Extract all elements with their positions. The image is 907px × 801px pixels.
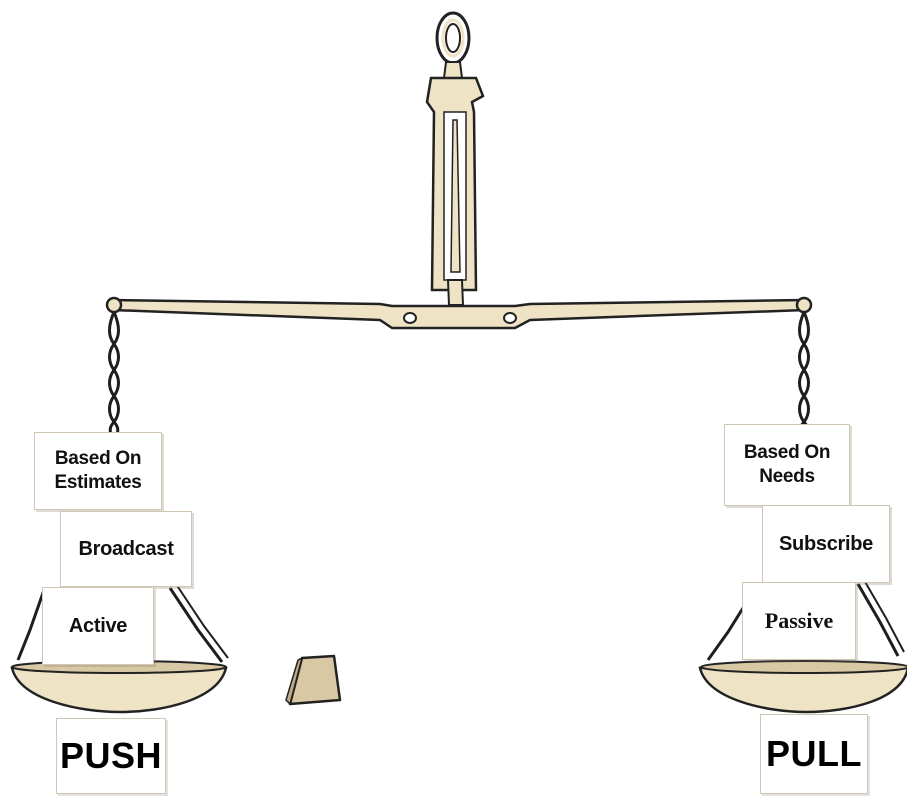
- center-column: [425, 61, 485, 306]
- right-pan: [698, 660, 907, 714]
- left-card-broadcast: Broadcast: [60, 511, 192, 587]
- push-label: PUSH: [56, 718, 166, 794]
- left-card-active: Active: [42, 587, 154, 665]
- left-card-based-on-estimates: Based On Estimates: [34, 432, 162, 510]
- pull-label: PULL: [760, 714, 868, 794]
- right-card-based-on-needs: Based On Needs: [724, 424, 850, 506]
- left-pan: [10, 660, 228, 714]
- right-card-passive: Passive: [742, 582, 856, 660]
- right-card-subscribe: Subscribe: [762, 505, 890, 583]
- right-chain: [706, 311, 905, 661]
- balance-beam: [105, 296, 813, 330]
- hanging-ring: [435, 11, 471, 65]
- weight-block: [285, 654, 342, 706]
- left-chain: [16, 311, 229, 663]
